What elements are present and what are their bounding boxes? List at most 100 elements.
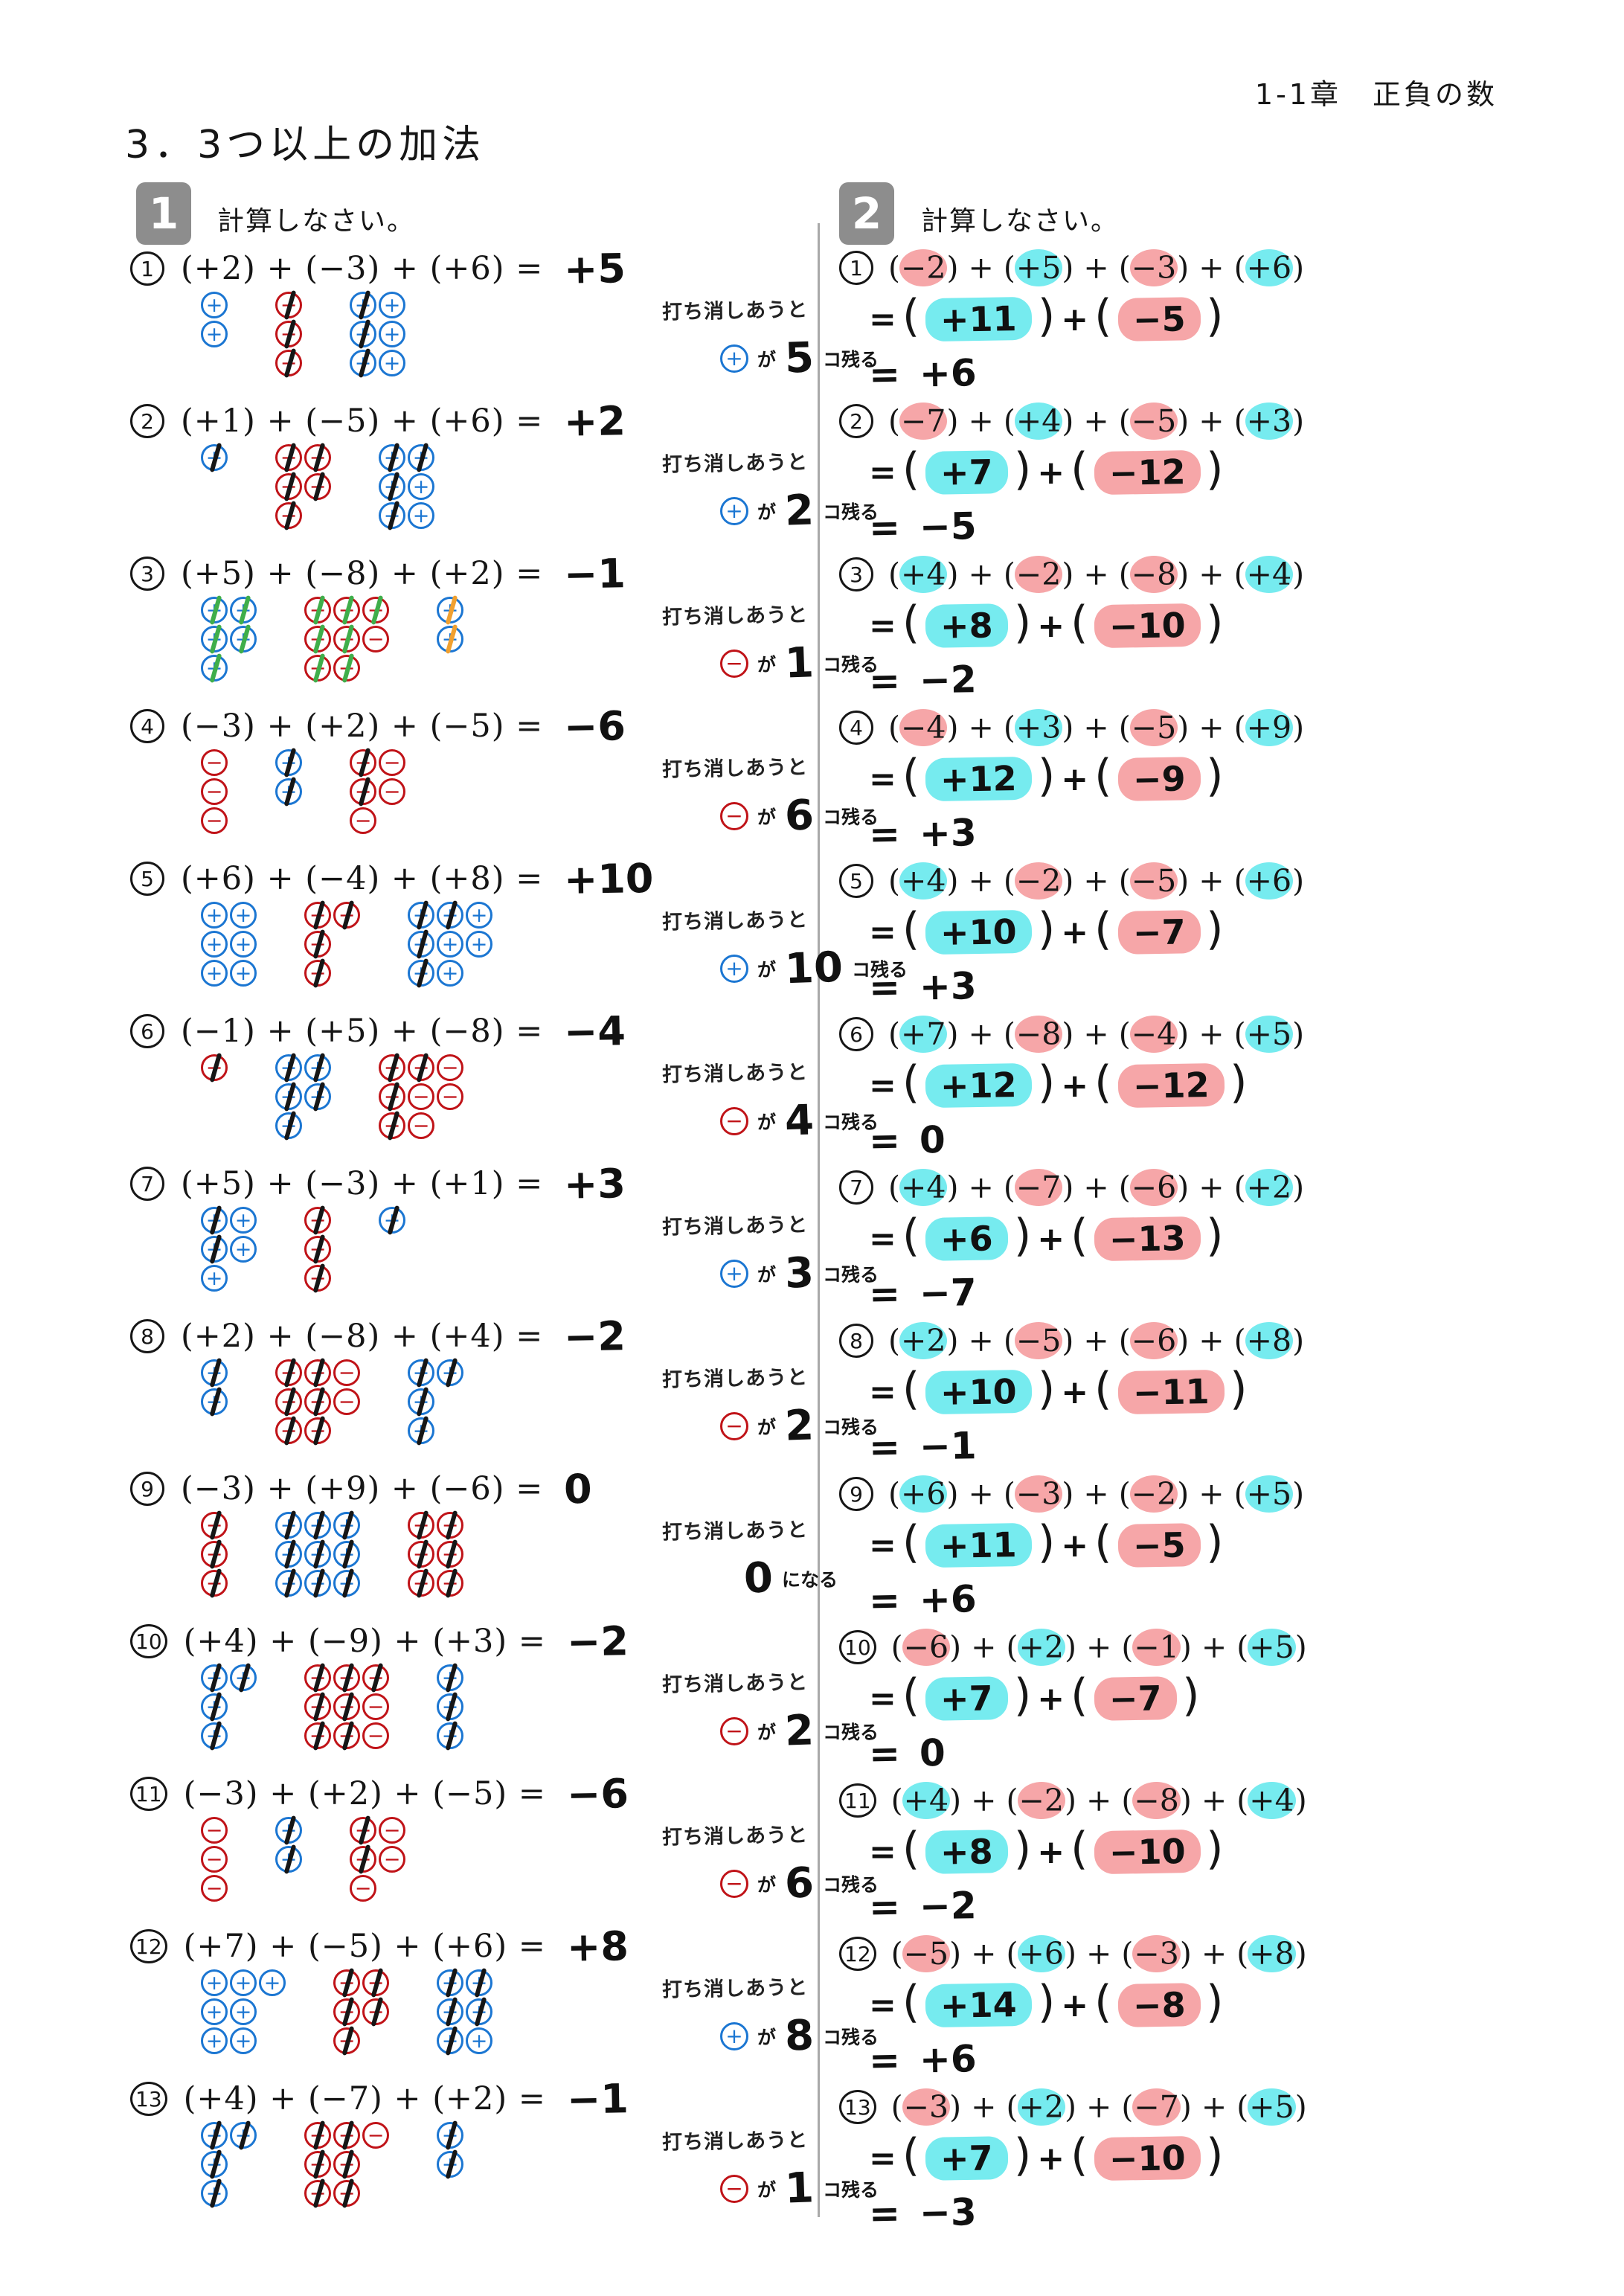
intermediate-step: =(+10)+(−7): [869, 906, 1605, 958]
problem-number: 8: [839, 1324, 873, 1358]
minus-counter-icon: −: [304, 473, 331, 500]
expression: (+2) + (−3) + (+6) =: [181, 250, 544, 287]
ga-text: が: [757, 958, 777, 981]
close-paren: ): [1182, 1670, 1200, 1722]
circle-column: +++: [230, 1969, 257, 2054]
open-paren: (: [902, 1516, 920, 1568]
remaining-count: 3: [783, 1248, 815, 1298]
minus-counter-icon: −: [304, 1693, 331, 1720]
highlighted-term: −6: [1129, 1322, 1178, 1359]
equation-line: 1(−2) + (+5) + (−3) + (+6): [839, 246, 1605, 290]
intermediate-step: =(+11)+(−5): [869, 293, 1605, 345]
minus-counter-icon: −: [304, 931, 331, 958]
circle-groups: ++−−−++++++: [201, 292, 807, 376]
circle-column: −−: [437, 1054, 463, 1139]
equals-sign: =: [868, 505, 901, 550]
expression: (+4) + (−9) + (+3) =: [183, 1623, 546, 1660]
handwritten-answer: +3: [563, 1159, 626, 1208]
highlighted-term: +3: [1245, 403, 1294, 440]
problem-set2: 3(+4) + (−2) + (−8) + (+4)=(+8)+(−10)=−2: [839, 552, 1605, 705]
minus-counter-icon: −: [408, 1512, 434, 1539]
plus-counter-icon: +: [259, 1969, 286, 1996]
minus-counter-icon: −: [408, 1570, 434, 1597]
remaining-count: 1: [783, 2164, 815, 2213]
expression: (+6) + (−4) + (+8) =: [181, 860, 544, 897]
minus-counter-icon: −: [201, 1054, 228, 1081]
plus-counter-icon: +: [201, 1969, 228, 1996]
term-circle-group: +++++: [275, 1054, 331, 1139]
plus-counter-icon: +: [230, 597, 257, 623]
open-paren: (: [1094, 1363, 1112, 1415]
highlighted-term: +2: [1017, 2088, 1065, 2126]
close-paren: ): [1013, 443, 1032, 496]
remaining-count: 2: [783, 1706, 815, 1756]
close-paren: ): [1206, 903, 1224, 955]
intermediate-step: =(+7)+(−7): [869, 1673, 1605, 1725]
minus-counter-icon: −: [275, 321, 302, 347]
equals-sign: =: [869, 1679, 896, 1718]
circle-column: −−−: [304, 1664, 331, 1749]
open-paren: (: [902, 1823, 920, 1875]
highlighted-term: +5: [1245, 1475, 1294, 1513]
minus-counter-icon: −: [275, 1359, 302, 1386]
positive-sum: +8: [925, 1830, 1009, 1874]
minus-counter-icon: −: [201, 807, 228, 834]
term-list: (−5) + (+6) + (−3) + (+8): [890, 1935, 1307, 1972]
remain-suffix: コ残る: [822, 1416, 879, 1438]
problem-set1: 1(+2) + (−3) + (+6) =+5++−−−++++++打ち消しあう…: [130, 245, 879, 398]
problem-set2: 10(−6) + (+2) + (−1) + (+5)=(+7)+(−7)=0: [839, 1625, 1605, 1778]
plus-counter-icon: +: [437, 1722, 463, 1749]
highlighted-term: −8: [1132, 1782, 1181, 1819]
highlighted-term: −5: [1129, 862, 1178, 900]
circle-column: +: [259, 1969, 286, 2054]
plus-counter-icon: +: [437, 1359, 463, 1386]
minus-counter-icon: −: [720, 1716, 748, 1745]
equals-sign: =: [869, 1373, 896, 1411]
circle-column: +++: [201, 1207, 228, 1292]
minus-counter-icon: −: [275, 1388, 302, 1415]
term-list: (+2) + (−5) + (−6) + (+8): [888, 1322, 1305, 1359]
plus-counter-icon: +: [230, 2027, 257, 2054]
plus-counter-icon: +: [333, 1570, 360, 1597]
problem-number: 2: [839, 404, 873, 438]
plus-counter-icon: +: [379, 292, 405, 318]
circle-column: −−−: [275, 1359, 302, 1444]
problem-number: 9: [130, 1472, 164, 1506]
final-answer-line: =−3: [869, 2179, 1606, 2236]
term-circle-group: −−−−−−−: [304, 2122, 389, 2207]
open-paren: (: [1071, 1210, 1088, 1262]
equals-sign: =: [868, 812, 901, 856]
equals-sign: =: [869, 1219, 896, 1258]
minus-counter-icon: −: [201, 1846, 228, 1873]
column-divider: [818, 223, 820, 2217]
close-paren: ): [1206, 2129, 1224, 2181]
final-answer-line: =−7: [869, 1260, 1606, 1316]
equals-sign: =: [869, 1986, 896, 2024]
minus-counter-icon: −: [275, 444, 302, 471]
minus-counter-icon: −: [408, 1112, 434, 1139]
term-list: (−7) + (+4) + (−5) + (+3): [888, 403, 1305, 440]
equals-sign: =: [869, 760, 896, 798]
equation-line: 2(+1) + (−5) + (+6) =+2: [130, 397, 807, 445]
ga-text: が: [757, 1111, 777, 1133]
ga-text: が: [757, 1721, 777, 1743]
plus-counter-icon: +: [437, 1693, 463, 1720]
highlighted-term: +4: [1245, 556, 1294, 593]
highlighted-term: +4: [902, 1782, 951, 1819]
final-answer-line: =0: [869, 1719, 1606, 1776]
highlighted-term: −7: [1014, 1169, 1063, 1206]
intermediate-step: =(+8)+(−10): [869, 1826, 1605, 1878]
term-circle-group: ++++++: [437, 1969, 492, 2054]
circle-column: −−−: [362, 1664, 389, 1749]
remain-suffix: コ残る: [822, 2178, 879, 2201]
final-answer: −2: [919, 658, 978, 702]
positive-sum: +11: [925, 1522, 1033, 1568]
intermediate-step: =(+11)+(−5): [869, 1519, 1605, 1571]
plus-counter-icon: +: [379, 321, 405, 347]
open-paren: (: [1094, 1976, 1112, 2028]
minus-counter-icon: −: [304, 902, 331, 929]
